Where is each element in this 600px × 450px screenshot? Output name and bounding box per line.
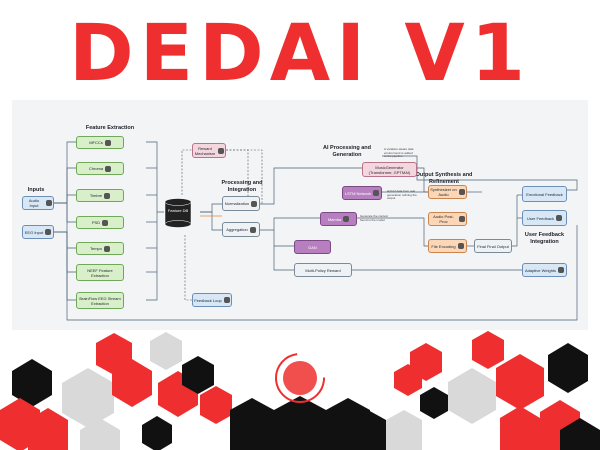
feature-node[interactable]: Timbre <box>76 189 124 202</box>
user-icon <box>556 215 563 221</box>
user-feedback-node[interactable]: User Feedback <box>522 210 567 226</box>
final-output-node[interactable]: Final Final Output <box>474 239 512 253</box>
eeg-input-node[interactable]: EEG Input <box>22 225 54 239</box>
feedback-loop-label: Feedback Loop <box>194 297 222 303</box>
emotional-feedback-node[interactable]: Emotional Feedback <box>522 186 567 202</box>
aggregation-node[interactable]: Aggregation <box>222 222 260 237</box>
normalize-icon <box>251 200 258 207</box>
feedback-loop-node[interactable]: Feedback Loop <box>192 293 232 307</box>
music-generator-label: MusicGenerator (Transformer, GPTMAI) <box>368 164 411 175</box>
multi-policy-node[interactable]: Multi-Policy Reward <box>294 263 352 277</box>
audio-input-label: Audio Input <box>28 198 40 208</box>
section-feature-extraction: Feature Extraction <box>85 125 135 131</box>
database-label: Feature DB <box>167 208 189 213</box>
snake-icon <box>343 216 350 222</box>
eeg-input-label: EEG Input <box>24 229 44 235</box>
gan-node[interactable]: GAN <box>294 240 331 254</box>
adaptive-weights-node[interactable]: Adaptive Weights <box>522 263 567 277</box>
workflow-diagram: Feature Extraction Inputs Processing and… <box>12 100 588 330</box>
final-output-label: Final Final Output <box>477 243 509 249</box>
emotional-feedback-label: Emotional Feedback <box>526 191 563 197</box>
audio-post-node[interactable]: Audio Post-Proc <box>428 212 467 226</box>
normalization-label: Normalization <box>224 201 250 206</box>
synthesizer-label: Synthesizer on Audio <box>430 187 457 197</box>
section-ai-processing: AI Processing and Generation <box>323 145 371 158</box>
feature-node[interactable]: NEEF Feature Extraction <box>76 264 124 281</box>
feature-label: Timbre <box>89 193 103 198</box>
aggregate-icon <box>249 226 256 233</box>
audio-post-label: Audio Post-Proc <box>433 214 454 224</box>
timbre-icon <box>104 192 111 199</box>
feature-node[interactable]: MFCCs <box>76 136 124 149</box>
brain-icon <box>45 229 52 235</box>
adaptive-weights-label: Adaptive Weights <box>524 267 557 273</box>
gan-label: GAN <box>308 244 317 250</box>
feature-node[interactable]: PSD <box>76 216 124 229</box>
database-icon[interactable] <box>164 198 192 228</box>
folder-icon <box>457 243 464 249</box>
music-generator-node[interactable]: MusicGenerator (Transformer, GPTMAI) <box>362 162 417 177</box>
lstm-label: LSTM Network <box>344 190 372 196</box>
normalization-node[interactable]: Normalization <box>222 196 260 211</box>
feature-label: Tempo <box>89 246 102 251</box>
microphone-icon <box>46 200 52 206</box>
page-title: DEDAI V1 <box>69 9 531 99</box>
lstm-node[interactable]: LSTM Network <box>342 186 382 200</box>
audio-input-node[interactable]: Audio Input <box>22 196 54 210</box>
network-icon <box>373 190 380 196</box>
reward-icon <box>218 147 224 154</box>
section-feedback: User Feedback Integration <box>524 232 565 245</box>
aggregation-label: Aggregation <box>226 227 248 232</box>
file-encoding-label: File Encoding <box>431 243 456 249</box>
ai-note: A variation-aware task environment is ad… <box>384 147 414 159</box>
mamba-label: Mamba <box>327 216 342 222</box>
file-encoding-node[interactable]: File Encoding <box>428 239 467 253</box>
section-processing: Processing and Integration <box>221 180 263 193</box>
feature-node[interactable]: Tempo <box>76 242 124 255</box>
equalizer-icon <box>459 216 465 222</box>
user-feedback-label: User Feedback <box>526 215 555 221</box>
feature-label: BrainFlow EEG Stream Extraction <box>79 295 121 306</box>
multi-policy-label: Multi-Policy Reward <box>305 267 341 273</box>
waveform-icon <box>104 139 111 146</box>
reward-mechanism-label: Reward Mechanism <box>194 145 216 156</box>
feature-label: MFCCs <box>89 140 103 145</box>
mamba-node[interactable]: Mamba <box>320 212 357 226</box>
synth-icon <box>459 189 465 195</box>
tempo-icon <box>104 245 110 252</box>
synthesizer-node[interactable]: Synthesizer on Audio <box>428 185 467 199</box>
section-inputs: Inputs <box>27 187 45 193</box>
chroma-icon <box>105 165 112 172</box>
ai-note: Hybrid data from real generation refinin… <box>387 189 417 201</box>
spectrum-icon <box>102 219 109 226</box>
weights-icon <box>558 267 565 273</box>
feature-label: Chroma <box>88 166 104 171</box>
feature-node[interactable]: BrainFlow EEG Stream Extraction <box>76 292 124 309</box>
connector-lines <box>54 141 578 321</box>
reward-mechanism-node[interactable]: Reward Mechanism <box>192 143 226 158</box>
feature-label: PSD <box>91 220 101 225</box>
feature-label: NEEF Feature Extraction <box>87 267 113 278</box>
ai-note: Generate the context found in the model <box>360 214 389 222</box>
section-output: Output Synthesis and Refinement <box>415 172 473 185</box>
loop-icon <box>223 297 230 303</box>
feature-node[interactable]: Chroma <box>76 162 124 175</box>
